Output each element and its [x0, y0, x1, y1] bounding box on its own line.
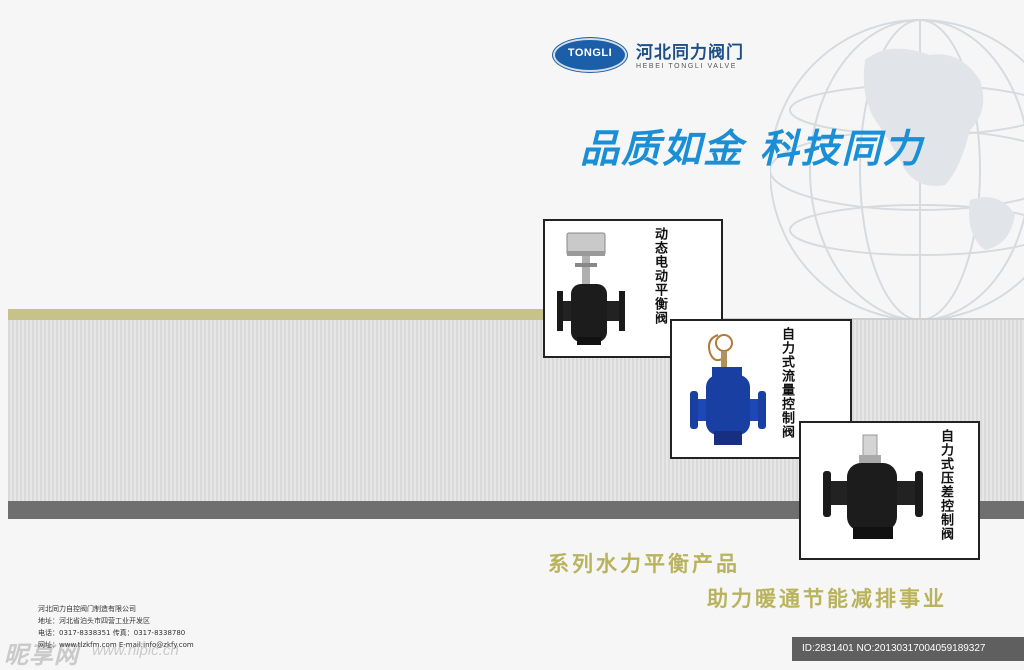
slogan: 品质如金 科技同力 [580, 127, 924, 172]
tagline-2: 助力暖通节能减排事业 [707, 587, 947, 611]
logo-text: TONGLI [567, 47, 613, 59]
product-name: 自力式流量控制阀 [779, 327, 794, 439]
company-name: 河北同力自控阀门制造有限公司 [38, 605, 136, 613]
company-address: 地址：河北省泊头市四营工业开发区 [38, 617, 150, 625]
brand-name-en: HEBEI TONGLI VALVE [636, 63, 738, 70]
company-web: 网址：www.tlzkfm.com E-mail:info@zkfy.com [38, 641, 194, 649]
tagline-1: 系列水力平衡产品 [548, 552, 740, 576]
product-card-pressure-differential-valve: 自力式压差控制阀 [799, 421, 980, 560]
electric-balance-valve-icon [557, 232, 625, 345]
flow-control-valve-icon [690, 334, 766, 445]
company-info: 河北同力自控阀门制造有限公司 地址：河北省泊头市四营工业开发区 电话：0317-… [38, 603, 194, 651]
tongli-logo: TONGLI [553, 38, 627, 72]
company-phone: 电话：0317-8338351 传真：0317-8338780 [38, 629, 186, 637]
brand-name-cn: 河北同力阀门 [636, 43, 744, 63]
dark-stripe [8, 501, 1024, 519]
watermark-url: www.nipic.cn [92, 642, 179, 659]
product-name: 动态电动平衡阀 [652, 227, 667, 325]
product-name: 自力式压差控制阀 [938, 429, 953, 541]
pressure-differential-valve-icon [823, 434, 923, 539]
olive-stripe [8, 309, 568, 320]
image-id-strip: ID:2831401 NO:20130317004059189327 [792, 637, 1024, 661]
globe-graphic [770, 19, 1024, 321]
watermark-logo: 昵享网 [4, 641, 79, 669]
product-card-flow-control-valve: 自力式流量控制阀 [670, 319, 852, 459]
